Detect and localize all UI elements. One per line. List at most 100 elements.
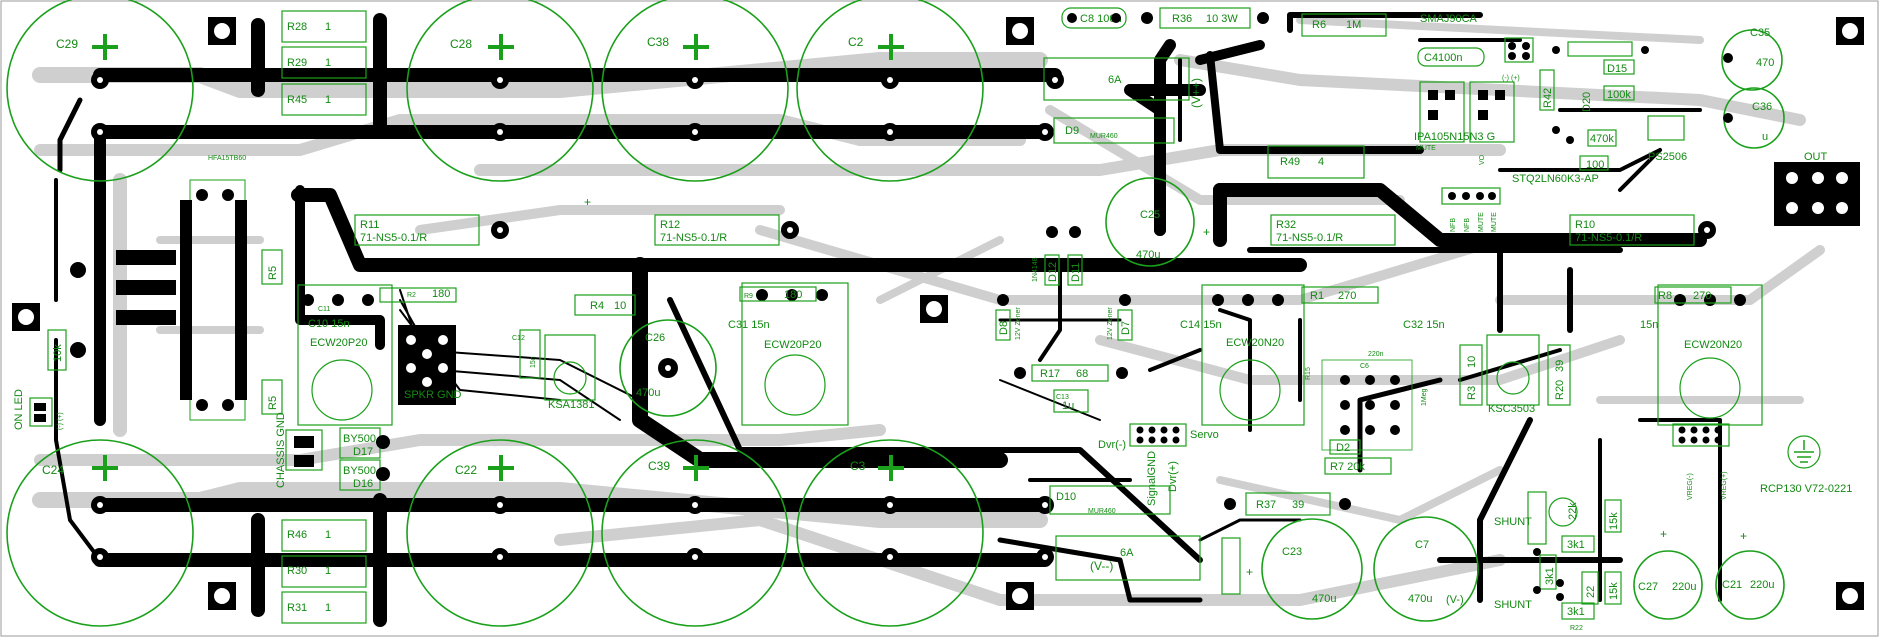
r9-value: 180	[784, 289, 802, 301]
r2-value: 180	[432, 288, 450, 300]
c21-outline	[1715, 550, 1785, 620]
r46-value: 1	[325, 529, 331, 541]
r3-label: R3	[1466, 386, 1478, 400]
k100b-label: 100k	[1607, 89, 1631, 101]
capacitor-bank-bottom	[6, 439, 984, 627]
c6-label: C6	[1360, 363, 1369, 370]
c13-value: 1u	[1062, 400, 1074, 412]
r2-label: R2	[407, 292, 416, 299]
shunt-bottom-label: SHUNT	[1494, 599, 1532, 611]
r30-value: 1	[325, 565, 331, 577]
r12-label: R12	[660, 219, 680, 231]
dvr-minus-label: Dvr(-)	[1098, 439, 1126, 451]
r36-outline	[1159, 7, 1251, 29]
spkr-gnd-terminal	[398, 325, 456, 405]
smaj-label: SMAJ90CA	[1420, 13, 1478, 25]
r12-value: 71-NS5-0.1/R	[660, 232, 727, 244]
r17-label: R17	[1040, 368, 1060, 380]
c23-outline	[1261, 518, 1363, 620]
ecw-p2-label: ECW20P20	[764, 339, 821, 351]
out-terminal	[1774, 162, 1860, 226]
meg-label: 1Meg	[1421, 388, 1428, 406]
r6-value: 1M	[1346, 19, 1361, 31]
mute-gate-label: MUTE	[1416, 145, 1436, 152]
r49-value: 4	[1318, 156, 1324, 168]
nfb1-label: NFB	[1450, 218, 1457, 232]
d9-value: MUR460	[1090, 133, 1118, 140]
d17-label: D17	[353, 446, 373, 458]
r5b-label: R5	[267, 396, 279, 410]
c12-label: C12	[512, 335, 525, 342]
c23-value: 470u	[1312, 593, 1336, 605]
c12-value: 15n	[530, 356, 537, 368]
d10-value: MUR460	[1088, 508, 1116, 515]
c29-label: C29	[56, 37, 78, 51]
shunt-top-label: SHUNT	[1494, 516, 1532, 528]
r14-outline	[1221, 537, 1241, 595]
mute1-label: MUTE	[1478, 212, 1485, 232]
c4-outline	[1417, 47, 1485, 67]
on-led-polarity: (-) (+)	[57, 412, 64, 430]
chassis-gnd-label: CHASSIS GND	[275, 412, 287, 488]
c27-outline	[1633, 550, 1703, 620]
c11-label: C11	[318, 306, 330, 313]
ipa-label: IPA105N15N3 G	[1414, 131, 1495, 143]
servo-label: Servo	[1190, 429, 1219, 441]
r10-outline	[1569, 214, 1695, 246]
servo-header	[1129, 423, 1187, 447]
r31-value: 1	[325, 602, 331, 614]
c26-label: C26	[645, 332, 665, 344]
fuse-top-label: 6A	[1108, 74, 1122, 86]
c4-label: C4100n	[1424, 52, 1463, 64]
r8-label: R8	[1658, 290, 1672, 302]
r45-label: R45	[287, 94, 307, 106]
d11-label: D11	[1070, 263, 1082, 282]
ecw20n20-right	[1657, 284, 1763, 426]
r49-label: R49	[1280, 156, 1300, 168]
c27-label: C27	[1638, 581, 1658, 593]
mounting-holes	[12, 17, 1864, 610]
r1-label: R1	[1310, 290, 1324, 302]
signal-gnd-label: SignalGND	[1146, 451, 1158, 506]
r9-label: R9	[744, 293, 753, 300]
cu-polarity: (-) (+)	[1502, 75, 1520, 82]
zener-label-1: 12V Zener	[1015, 307, 1022, 340]
r11-outline	[354, 214, 480, 246]
nfb2-label: NFB	[1464, 218, 1471, 232]
vmm-label: (V--)	[1090, 559, 1113, 573]
c26-outline	[619, 319, 717, 417]
spkr-gnd-label: SPKR GND	[404, 389, 462, 401]
r11-value: 71-NS5-0.1/R	[360, 232, 427, 244]
vreg-header	[1672, 423, 1730, 447]
d20-label: D20	[1581, 92, 1593, 112]
c25-plus: +	[1203, 225, 1210, 239]
fuse-bottom-label: 6A	[1120, 547, 1134, 559]
vminus-label: (V-)	[1446, 594, 1464, 606]
ksc3503-label: KSC3503	[1488, 403, 1535, 415]
k10-label: 10k	[52, 344, 64, 362]
c35-value: 470	[1756, 57, 1774, 69]
r17-outline	[1031, 364, 1109, 382]
fuse-bottom	[1055, 535, 1201, 581]
r28-label: R28	[287, 21, 307, 33]
c25-outline	[1105, 177, 1195, 267]
rectifier-bridge	[116, 179, 247, 421]
k15b-label: 15k	[1608, 582, 1620, 600]
capacitor-bank-top	[6, 0, 984, 182]
c14-label: C14 15n	[1180, 319, 1222, 331]
d15-label: D15	[1607, 63, 1627, 75]
r20-value: 39	[1554, 360, 1566, 372]
d8-label: D8	[998, 321, 1010, 335]
ecw-n1-label: ECW20N20	[1226, 337, 1284, 349]
r11-label: R11	[360, 219, 379, 231]
revision-label: RCP130 V72-0221	[1760, 483, 1852, 495]
k22a-label: 22k	[1567, 502, 1579, 520]
stq-label: STQ2LN60K3-AP	[1512, 173, 1599, 185]
r30-label: R30	[287, 565, 307, 577]
cu-header	[1504, 37, 1534, 63]
r15-label: R15	[1305, 367, 1312, 380]
r2-outline	[379, 287, 457, 303]
ecw20p20-right	[741, 282, 849, 426]
mute2-label: MUTE	[1491, 212, 1498, 232]
